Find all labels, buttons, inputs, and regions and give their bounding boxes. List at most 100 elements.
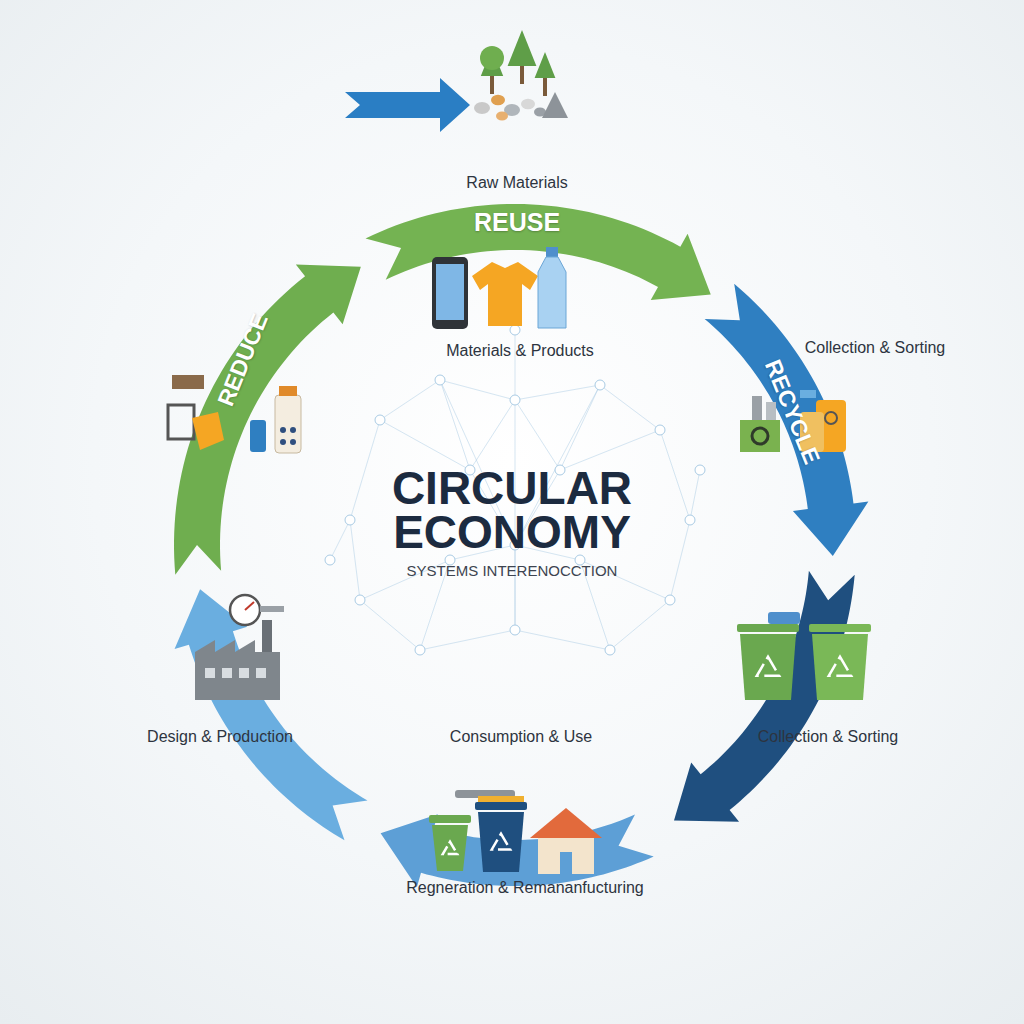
- bag-icon: [192, 412, 224, 450]
- input-arrow: [345, 78, 470, 132]
- network-dot: [655, 425, 665, 435]
- consumption-icon: [429, 790, 602, 874]
- bottle-icon: [250, 420, 266, 452]
- network-link: [420, 630, 515, 650]
- rock: [521, 99, 535, 110]
- stage-label: Consumption & Use: [450, 728, 592, 746]
- network-link: [560, 430, 660, 470]
- stage-label: Materials & Products: [446, 342, 594, 360]
- box-icon: [172, 375, 204, 389]
- gauge-icon: [230, 595, 260, 625]
- reduce-arrow: [174, 264, 361, 574]
- network-link: [470, 400, 515, 470]
- bin-lid: [737, 624, 799, 632]
- network-link: [515, 330, 516, 400]
- machine-icon: [740, 420, 780, 452]
- stage-label: Design & Production: [147, 728, 293, 746]
- bin-lid: [475, 802, 527, 810]
- network-dot: [415, 645, 425, 655]
- rock: [491, 95, 505, 106]
- network-link: [380, 420, 470, 470]
- rock: [474, 102, 490, 114]
- network-link: [380, 380, 440, 420]
- network-link: [350, 520, 360, 600]
- rock: [542, 92, 568, 118]
- network-graphic: [325, 325, 705, 655]
- network-dot: [605, 645, 615, 655]
- arc-label: REUSE: [474, 208, 560, 237]
- network-link: [660, 430, 690, 520]
- factory-window: [205, 668, 215, 678]
- bin-body: [812, 634, 868, 700]
- subtitle: SYSTEMS INTERENOCCTION: [407, 562, 618, 579]
- frame-icon: [168, 405, 194, 439]
- tshirt-icon: [472, 262, 538, 326]
- stage-label: Collection & Sorting: [805, 339, 946, 357]
- network-dot: [510, 325, 520, 335]
- jar-icon: [275, 395, 301, 453]
- bin-top: [478, 796, 524, 802]
- network-dot: [355, 595, 365, 605]
- house-roof: [530, 808, 602, 838]
- network-dot: [695, 465, 705, 475]
- stage-label: Collection & Sorting: [758, 728, 899, 746]
- products-icon: [432, 247, 566, 329]
- network-link: [350, 420, 380, 520]
- bin-lid: [429, 815, 471, 823]
- diagram-title: CIRCULAR ECONOMY: [332, 466, 692, 554]
- house-door: [560, 852, 572, 874]
- network-link: [360, 600, 420, 650]
- network-link: [515, 630, 610, 650]
- network-link: [690, 470, 700, 520]
- bin-body: [740, 634, 796, 700]
- network-dot: [685, 515, 695, 525]
- pipe-icon: [800, 390, 816, 398]
- recycle-arrow: [705, 284, 869, 556]
- network-dot: [595, 380, 605, 390]
- gear-icon: [752, 428, 768, 444]
- network-dot: [510, 395, 520, 405]
- network-link: [440, 380, 470, 470]
- factory-chimney: [262, 620, 272, 652]
- input-label: Raw Materials: [466, 174, 567, 192]
- factory-window: [239, 668, 249, 678]
- network-link: [600, 385, 660, 430]
- bin-top: [768, 612, 800, 624]
- factory-icon: [195, 595, 284, 700]
- tree-crown: [508, 30, 537, 66]
- network-link: [440, 380, 515, 400]
- rock: [496, 112, 508, 121]
- network-link: [515, 385, 600, 400]
- clip-icon: [825, 412, 837, 424]
- bottle-cap: [546, 247, 558, 257]
- network-link: [610, 600, 670, 650]
- network-dot: [375, 415, 385, 425]
- network-dot: [325, 555, 335, 565]
- jar-cap: [279, 386, 297, 396]
- jar-dot: [290, 427, 296, 433]
- house-body: [538, 836, 594, 874]
- cylinder-icon: [752, 396, 762, 420]
- network-link: [670, 520, 690, 600]
- jar-dot: [280, 427, 286, 433]
- phone-screen: [436, 264, 464, 320]
- bottle-icon: [538, 257, 566, 328]
- network-dot: [345, 515, 355, 525]
- phone-icon: [432, 257, 468, 329]
- jar-dot: [290, 439, 296, 445]
- ring-arrows: [174, 204, 868, 887]
- network-link: [330, 520, 350, 560]
- raw-materials-icon: [345, 30, 568, 132]
- network-link: [515, 400, 560, 470]
- recycle-symbol: [492, 834, 510, 850]
- tree-crown: [535, 52, 556, 78]
- jar-dot: [280, 439, 286, 445]
- recycle-symbol: [757, 657, 779, 676]
- production-arrow: [175, 589, 368, 840]
- network-dot: [435, 375, 445, 385]
- tree-crown: [480, 46, 504, 70]
- bins-icon: [737, 612, 871, 700]
- gauge-needle: [245, 602, 254, 610]
- bin-body: [432, 825, 468, 871]
